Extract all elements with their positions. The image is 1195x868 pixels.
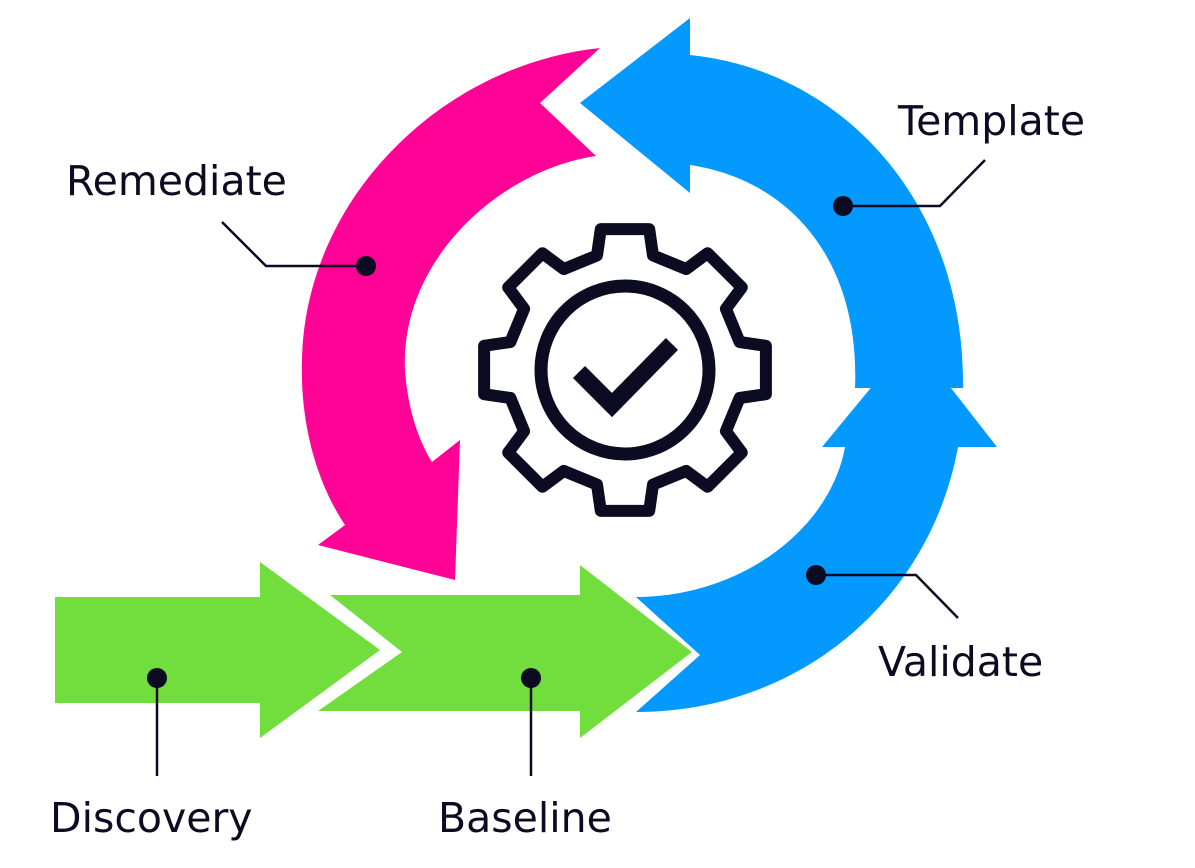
validate-dot xyxy=(806,565,826,585)
remediate-dot xyxy=(356,256,376,276)
discovery-dot xyxy=(147,668,167,688)
template-dot xyxy=(833,196,853,216)
validate-label: Validate xyxy=(878,638,1043,686)
template-label: Template xyxy=(897,97,1085,145)
remediate-arrow xyxy=(301,48,600,580)
template-arrow xyxy=(580,18,964,388)
validate-arrow xyxy=(636,338,997,712)
discovery-label: Discovery xyxy=(50,794,253,842)
baseline-dot xyxy=(521,668,541,688)
remediate-leader xyxy=(221,221,366,268)
gear-check-icon xyxy=(478,223,772,517)
remediate-label: Remediate xyxy=(66,157,287,205)
validate-leader xyxy=(816,573,959,619)
template-leader xyxy=(843,159,986,208)
baseline-label: Baseline xyxy=(438,794,612,842)
baseline-arrow xyxy=(318,565,692,738)
discovery-arrow xyxy=(55,562,380,738)
